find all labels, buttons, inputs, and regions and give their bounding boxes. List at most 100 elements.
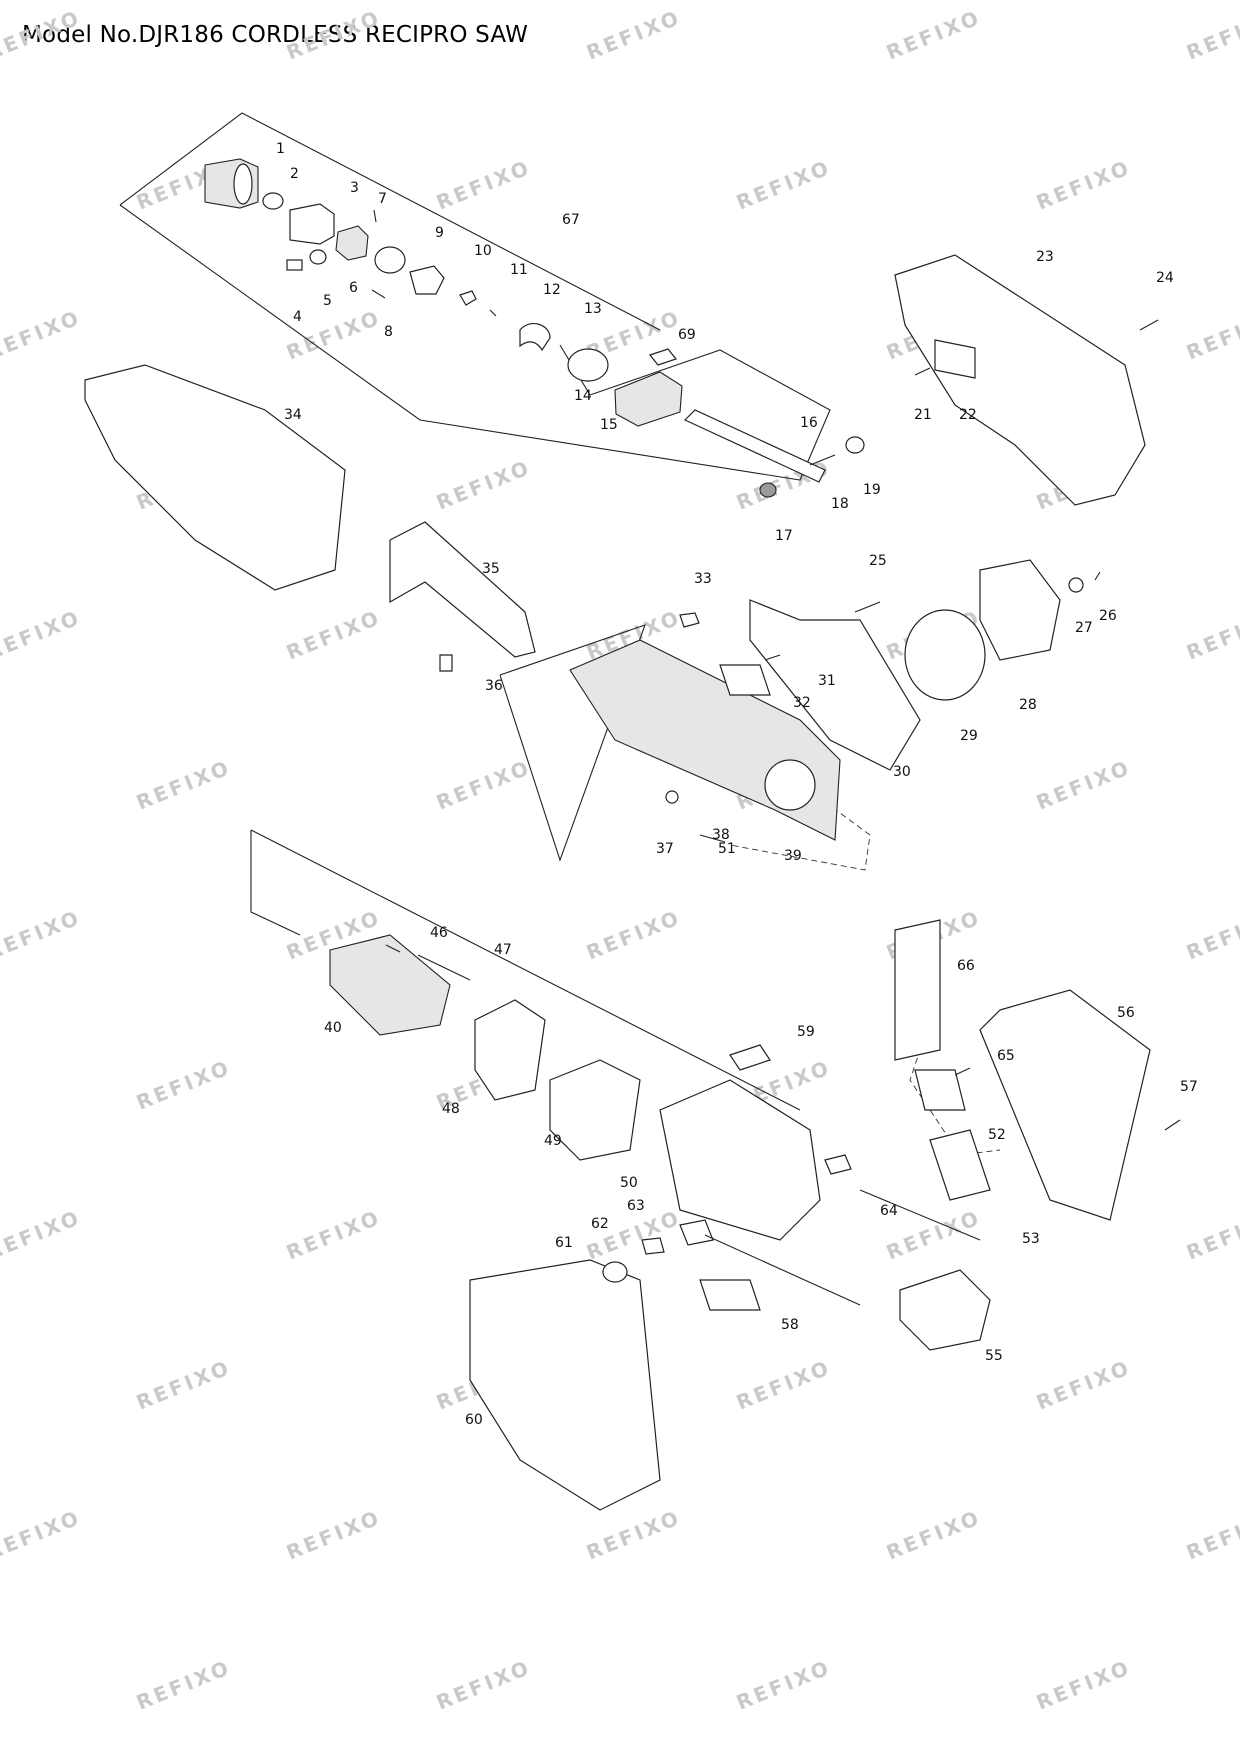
part-12-spring [489, 309, 497, 317]
part-number-32: 32 [793, 695, 811, 711]
watermark-text: REFIXO [1033, 1655, 1135, 1715]
watermark-text: REFIXO [1033, 155, 1135, 215]
part-number-1: 1 [276, 141, 285, 157]
watermark-text: REFIXO [0, 1205, 84, 1265]
watermark-text: REFIXO [583, 5, 685, 65]
part-number-49: 49 [544, 1133, 562, 1149]
part-69-pad [648, 348, 678, 366]
part-17-bushing [759, 482, 777, 498]
watermark-text: REFIXO [433, 755, 535, 815]
part-28-cover [979, 559, 1061, 661]
watermark-text: REFIXO [133, 755, 235, 815]
part-48-brush-holder [474, 999, 546, 1101]
part-10-collar [409, 265, 445, 295]
part-3-holder [289, 203, 335, 245]
part-63-wire [704, 1234, 861, 1306]
part-11-lever [459, 290, 477, 306]
part-number-19: 19 [863, 482, 881, 498]
part-29-gasket [904, 609, 986, 701]
part-number-57: 57 [1180, 1079, 1198, 1095]
watermark-text: REFIXO [0, 605, 84, 665]
part-49-field [549, 1059, 641, 1161]
part-number-64: 64 [880, 1203, 898, 1219]
watermark-text: REFIXO [1183, 305, 1240, 365]
part-31-screw [764, 654, 781, 661]
watermark-text: REFIXO [1033, 755, 1135, 815]
watermark-text: REFIXO [283, 605, 385, 665]
part-number-63: 63 [627, 1198, 645, 1214]
part-number-35: 35 [482, 561, 500, 577]
part-19-washer [845, 436, 865, 454]
part-57-screw [1164, 1119, 1181, 1131]
part-number-3: 3 [350, 180, 359, 196]
part-number-25: 25 [869, 553, 887, 569]
part-51-screw [699, 834, 726, 843]
part-55-terminal [899, 1269, 991, 1351]
part-34-front-housing [84, 364, 346, 591]
part-number-31: 31 [818, 673, 836, 689]
part-9-ring [374, 246, 406, 274]
part-60-housing-set [469, 1259, 661, 1511]
watermark-text: REFIXO [1183, 1505, 1240, 1565]
watermark-text: REFIXO [0, 305, 84, 365]
part-40-armature [329, 934, 451, 1036]
part-35-frame [389, 521, 536, 658]
part-number-66: 66 [957, 958, 975, 974]
part-24-screw [1139, 319, 1159, 331]
part-number-21: 21 [914, 407, 932, 423]
part-number-7: 7 [378, 191, 387, 207]
part-64-connector [824, 1154, 852, 1175]
part-62-holder [641, 1237, 665, 1255]
part-56-handle-cover [979, 989, 1151, 1221]
assembly-brackets [119, 112, 1001, 1156]
watermark-text: REFIXO [433, 455, 535, 515]
watermark-text: REFIXO [0, 905, 84, 965]
part-number-8: 8 [384, 324, 393, 340]
part-15-cylinder [614, 371, 683, 427]
part-50-motor-housing [659, 1079, 821, 1241]
part-number-56: 56 [1117, 1005, 1135, 1021]
part-number-62: 62 [591, 1216, 609, 1232]
part-number-34: 34 [284, 407, 302, 423]
part-16-slider-shaft [683, 409, 826, 483]
watermark-text: REFIXO [1033, 1355, 1135, 1415]
part-number-24: 24 [1156, 270, 1174, 286]
part-number-17: 17 [775, 528, 793, 544]
watermark-text: REFIXO [583, 1505, 685, 1565]
part-8-pin [371, 289, 386, 299]
part-number-26: 26 [1099, 608, 1117, 624]
part-number-4: 4 [293, 309, 302, 325]
watermark-text: REFIXO [283, 5, 385, 65]
part-number-55: 55 [985, 1348, 1003, 1364]
part-number-28: 28 [1019, 697, 1037, 713]
part-13-clip [519, 322, 551, 352]
part-number-14: 14 [574, 388, 592, 404]
part-33-nut [679, 612, 700, 628]
part-number-29: 29 [960, 728, 978, 744]
part-1-cap [204, 158, 259, 209]
part-number-30: 30 [893, 764, 911, 780]
part-number-12: 12 [543, 282, 561, 298]
watermark-text: REFIXO [1183, 605, 1240, 665]
part-38-washer [665, 790, 679, 804]
part-number-53: 53 [1022, 1231, 1040, 1247]
watermark-text: REFIXO [283, 1205, 385, 1265]
part-2-ring [262, 192, 284, 210]
watermark-text: REFIXO [733, 155, 835, 215]
part-25-pin [854, 601, 881, 613]
part-number-58: 58 [781, 1317, 799, 1333]
part-number-50: 50 [620, 1175, 638, 1191]
part-22-bracket [934, 339, 976, 379]
watermark-text: REFIXO [133, 1655, 235, 1715]
part-number-67: 67 [562, 212, 580, 228]
part-number-65: 65 [997, 1048, 1015, 1064]
part-39-housing-bore [764, 759, 816, 811]
part-7-pin [373, 209, 377, 223]
part-number-61: 61 [555, 1235, 573, 1251]
part-number-9: 9 [435, 225, 444, 241]
part-number-40: 40 [324, 1020, 342, 1036]
part-36-bolt [439, 654, 453, 672]
watermark-text: REFIXO [733, 1355, 835, 1415]
part-4-screw [286, 259, 303, 271]
